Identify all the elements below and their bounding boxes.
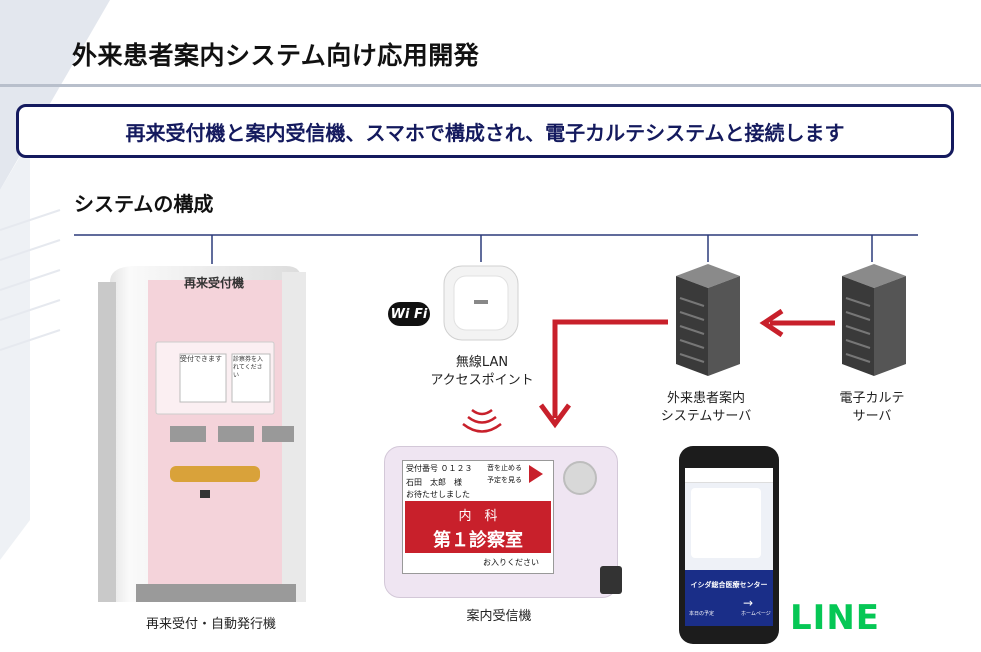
phone-header	[685, 468, 773, 483]
pager-wait-message: お待たせしました	[406, 490, 470, 499]
pager-clip	[600, 566, 622, 594]
patient-server-icon	[676, 264, 740, 376]
arrow-ehr-to-server	[759, 308, 835, 338]
summary-banner-text: 再来受付機と案内受信機、スマホで構成され、電子カルテシステムと接続します	[125, 120, 845, 145]
pager-red-panel: 内 科 第１診察室	[405, 501, 551, 553]
phone-notice-panel: イシダ総合医療センター 本日の予定 ホームページ →	[685, 570, 773, 626]
pager-department: 内 科	[458, 509, 498, 524]
kiosk-screen-right: 診察券を入れてください	[233, 356, 264, 379]
patient-server-caption-line1: 外来患者案内	[666, 391, 745, 406]
kiosk-top-label: 再来受付機	[184, 276, 245, 290]
pager-screen: 受付番号 ０１２３ 音を止める 予定を見る 石田 太郎 様 お待たせしました 内…	[402, 460, 554, 574]
wifi-badge-icon: Wi Fi	[388, 302, 430, 326]
arrow-server-to-pager	[538, 319, 668, 429]
pager-patient-name: 石田 太郎 様	[406, 478, 462, 487]
page-title: 外来患者案内システム向け応用開発	[72, 41, 480, 70]
pager-room: 第１診察室	[433, 530, 523, 551]
line-logo: LINE	[790, 598, 880, 638]
pager-header: 受付番号 ０１２３	[406, 464, 473, 473]
phone-bottom-left: 本日の予定	[689, 611, 715, 617]
smartphone-icon: イシダ総合医療センター 本日の予定 ホームページ →	[679, 446, 779, 644]
patient-server-caption-line2: システムサーバ	[660, 409, 752, 424]
pager-caption: 案内受信機	[466, 609, 532, 624]
ehr-server-caption-line1: 電子カルテ	[839, 391, 905, 406]
access-point-caption: 無線LAN アクセスポイント	[420, 354, 544, 390]
ehr-server-caption-line2: サーバ	[852, 409, 892, 424]
pager-arrow-icon	[529, 465, 543, 483]
wifi-badge-text: Wi Fi	[390, 306, 428, 322]
access-point-caption-line1: 無線LAN	[455, 355, 509, 370]
kiosk-caption: 再来受付・自動発行機	[145, 617, 276, 632]
access-point-caption-line2: アクセスポイント	[430, 373, 534, 388]
pager-schedule-label: 予定を見る	[487, 476, 522, 484]
title-divider	[0, 84, 981, 87]
ehr-server-caption: 電子カルテ サーバ	[822, 390, 922, 426]
pager-stop-label: 音を止める	[487, 464, 522, 472]
radio-waves-icon	[462, 408, 502, 433]
phone-chat-bubble	[691, 488, 761, 558]
wireless-access-point-icon	[443, 265, 519, 341]
phone-screen: イシダ総合医療センター 本日の予定 ホームページ →	[685, 468, 773, 626]
patient-server-caption: 外来患者案内 システムサーバ	[636, 390, 776, 426]
ehr-server-icon	[842, 264, 906, 376]
phone-arrow-icon: →	[743, 596, 754, 610]
summary-banner: 再来受付機と案内受信機、スマホで構成され、電子カルテシステムと接続します	[16, 104, 954, 158]
reception-kiosk-icon	[98, 266, 306, 602]
phone-bottom-right: ホームページ	[741, 611, 771, 617]
kiosk-screen-left: 受付できます	[180, 355, 222, 363]
phone-hospital-name: イシダ総合医療センター	[690, 581, 768, 589]
section-heading: システムの構成	[74, 192, 214, 216]
pager-enter-message: お入りください	[483, 558, 539, 567]
pager-button	[563, 461, 597, 495]
